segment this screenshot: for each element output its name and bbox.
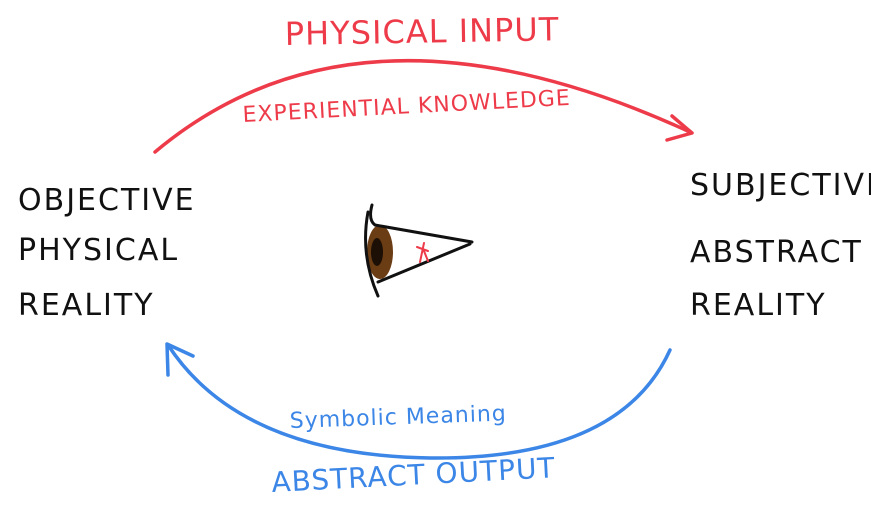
input-arrowhead: [665, 114, 694, 142]
right-node-line-1: SUBJECTIVE: [690, 168, 871, 203]
eye-lid-top: [369, 203, 474, 244]
right-node-line-2: ABSTRACT: [690, 235, 863, 270]
eye-icon: [364, 203, 474, 298]
objective-physical-reality-node: OBJECTIVE PHYSICAL REALITY: [18, 183, 196, 323]
output-arc-path: [166, 343, 672, 460]
abstract-output-arc: [165, 342, 672, 460]
physical-input-arc: [153, 58, 694, 154]
symbolic-meaning-label: Symbolic Meaning: [289, 401, 507, 434]
input-arc-path: [153, 58, 692, 154]
abstract-output-label: ABSTRACT OUTPUT: [271, 451, 557, 499]
eye-pupil: [371, 238, 383, 266]
subjective-abstract-reality-node: SUBJECTIVE ABSTRACT REALITY: [690, 168, 871, 323]
output-arrowhead: [165, 342, 195, 377]
left-node-line-1: OBJECTIVE: [18, 183, 196, 218]
physical-input-label: PHYSICAL INPUT: [284, 10, 559, 53]
eye-lid-curve: [364, 210, 380, 298]
experiential-knowledge-label: EXPERIENTIAL KNOWLEDGE: [242, 86, 571, 128]
right-node-line-3: REALITY: [690, 288, 827, 323]
left-node-line-3: REALITY: [18, 288, 155, 323]
eye-lambda-mark: [416, 242, 429, 263]
eye-lid-bottom: [376, 242, 472, 284]
left-node-line-2: PHYSICAL: [18, 233, 179, 268]
